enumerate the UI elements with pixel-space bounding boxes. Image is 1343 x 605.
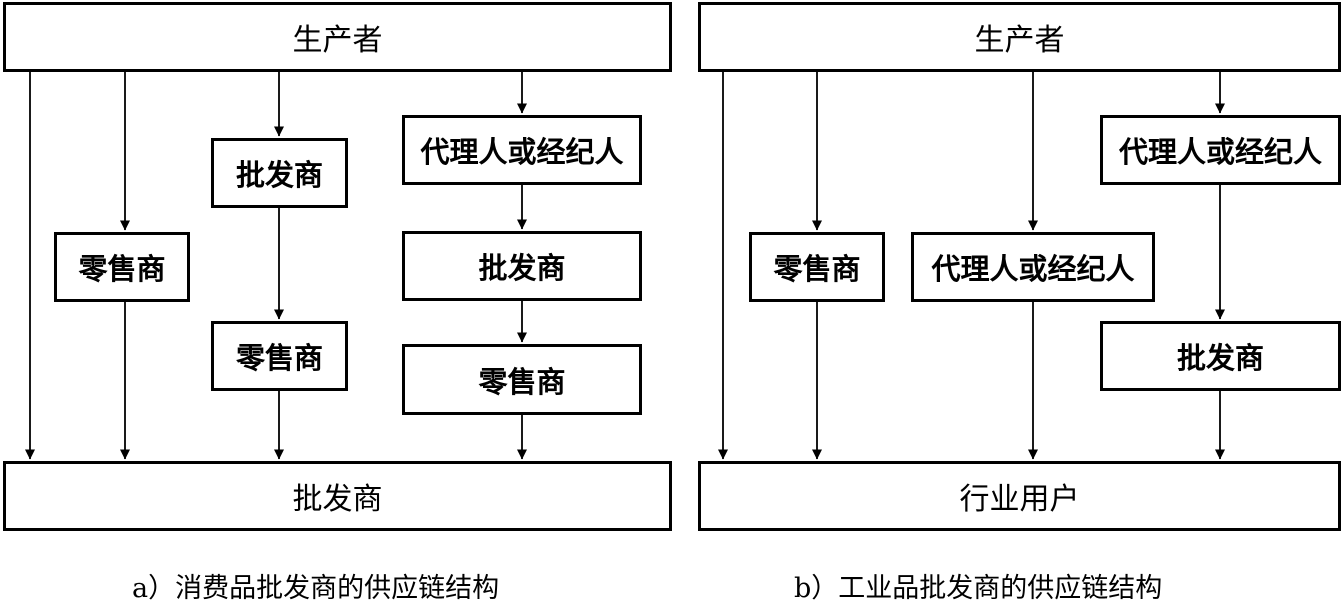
b-retailer-box: 零售商 bbox=[749, 232, 885, 302]
a-wholesaler-box: 批发商 bbox=[211, 138, 348, 208]
a-retailer-box-2: 零售商 bbox=[211, 321, 348, 391]
a-agent-box: 代理人或经纪人 bbox=[402, 115, 642, 185]
caption-a: a）消费品批发商的供应链结构 bbox=[132, 573, 500, 604]
b-producer-box: 生产者 bbox=[698, 2, 1341, 72]
a-retailer-box: 零售商 bbox=[54, 232, 190, 302]
b-wholesaler-box: 批发商 bbox=[1100, 321, 1341, 391]
b-agent-box-2: 代理人或经纪人 bbox=[1100, 115, 1341, 185]
a-bottom-box: 批发商 bbox=[3, 461, 672, 531]
b-bottom-box: 行业用户 bbox=[698, 461, 1341, 531]
a-producer-box: 生产者 bbox=[3, 2, 672, 72]
a-retailer-box-3: 零售商 bbox=[402, 344, 642, 415]
b-agent-box: 代理人或经纪人 bbox=[911, 232, 1155, 302]
a-wholesaler-box-2: 批发商 bbox=[402, 231, 642, 301]
caption-b: b）工业品批发商的供应链结构 bbox=[794, 573, 1163, 604]
